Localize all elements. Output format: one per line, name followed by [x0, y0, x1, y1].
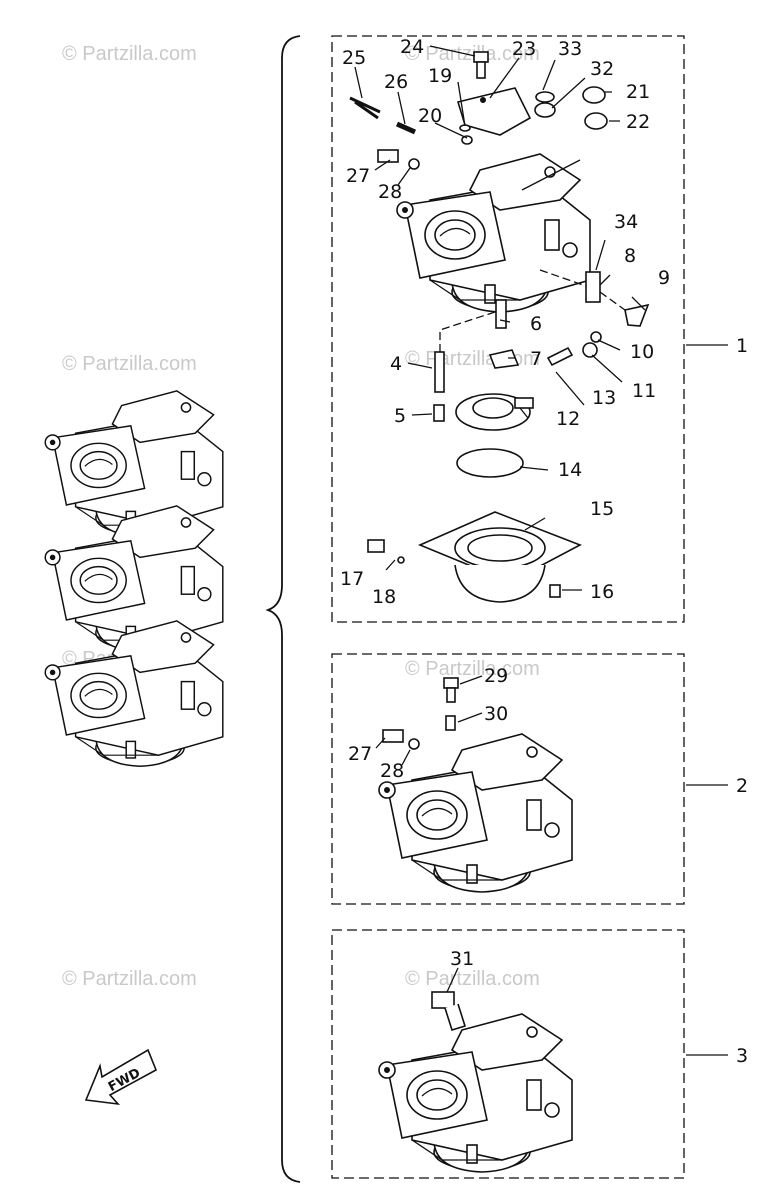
watermark-7: © Partzilla.com: [62, 968, 197, 990]
callout-12: 12: [556, 408, 580, 430]
callout-1: 1: [736, 335, 748, 357]
assembly-brace: [265, 35, 301, 1183]
callout-21: 21: [626, 81, 650, 103]
callout-20: 20: [418, 105, 442, 127]
callout-32: 32: [590, 58, 614, 80]
callout-30: 30: [484, 703, 508, 725]
callout-5: 5: [394, 405, 406, 427]
callout-10: 10: [630, 341, 654, 363]
callout-2: 2: [736, 775, 748, 797]
callout-17: 17: [340, 568, 364, 590]
callout-26: 26: [384, 71, 408, 93]
fwd-arrow-icon: FWD: [84, 1048, 158, 1106]
callout-11: 11: [632, 380, 656, 402]
callout-31: 31: [450, 948, 474, 970]
carburetor-stack: [44, 390, 224, 767]
callout-29: 29: [484, 665, 508, 687]
callout-labels: 1 2 3 4 5 6 7 8 9 10 11 12 13 14 15 16 1…: [340, 36, 748, 1067]
callout-14: 14: [558, 459, 582, 481]
carburetor-assembly-1: [349, 45, 728, 603]
callout-27: 27: [346, 165, 370, 187]
callout-7: 7: [530, 348, 542, 370]
callout-8: 8: [624, 245, 636, 267]
callout-13: 13: [592, 387, 616, 409]
callout-33: 33: [558, 38, 582, 60]
callout-15: 15: [590, 498, 614, 520]
callout-16: 16: [590, 581, 614, 603]
callout-4: 4: [390, 353, 402, 375]
carburetor-assembly-2: [375, 675, 728, 893]
callout-22: 22: [626, 111, 650, 133]
assembly-box-1: [331, 35, 685, 623]
watermark-8: © Partzilla.com: [405, 968, 540, 990]
callout-3: 3: [736, 1045, 748, 1067]
watermark-1: © Partzilla.com: [62, 43, 197, 65]
watermark-6: © Partzilla.com: [405, 658, 540, 680]
callout-28: 28: [378, 181, 402, 203]
callout-28-box2: 28: [380, 760, 404, 782]
callout-19: 19: [428, 65, 452, 87]
callout-27-box2: 27: [348, 743, 372, 765]
callout-23: 23: [512, 38, 536, 60]
callout-9: 9: [658, 267, 670, 289]
callout-6: 6: [530, 313, 542, 335]
callout-34: 34: [614, 211, 638, 233]
callout-24: 24: [400, 36, 424, 58]
callout-25: 25: [342, 47, 366, 69]
callout-18: 18: [372, 586, 396, 608]
watermark-3: © Partzilla.com: [62, 353, 197, 375]
carburetor-assembly-3: [378, 967, 728, 1173]
